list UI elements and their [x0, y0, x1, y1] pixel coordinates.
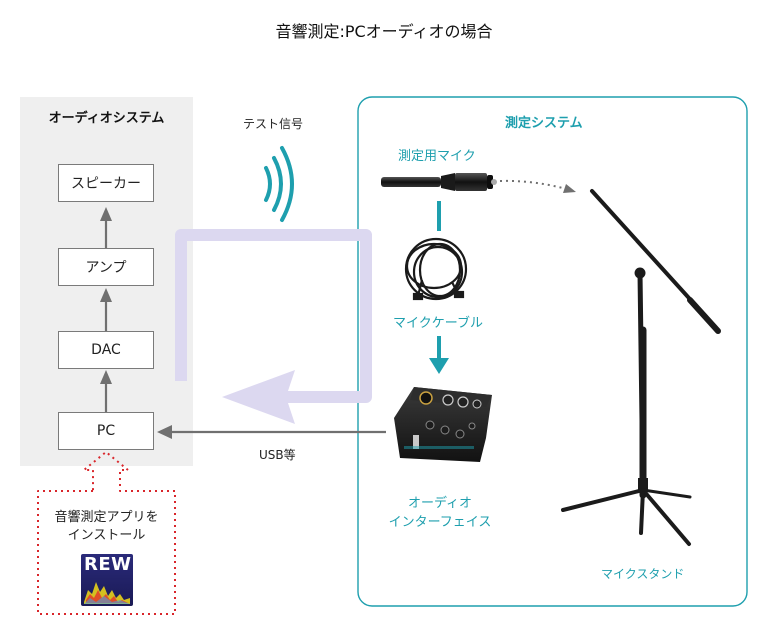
mic-stand-label: マイクスタンド	[601, 567, 685, 581]
test-signal-loop	[175, 229, 372, 403]
mic-cable-label: マイクケーブル	[393, 316, 483, 331]
dac-box: DAC	[58, 331, 154, 369]
microphone-stand	[561, 189, 721, 546]
mic-to-stand-arrow	[499, 179, 576, 193]
test-signal-label: テスト信号	[243, 117, 304, 131]
pc-box: PC	[58, 412, 154, 450]
audio-interface-device	[394, 387, 492, 462]
measurement-microphone	[381, 173, 497, 191]
sound-wave-icon	[264, 146, 294, 222]
audio-system-label: オーディオシステム	[48, 111, 165, 126]
usb-connection-arrow	[157, 425, 386, 439]
amp-box: アンプ	[58, 248, 154, 286]
diagram-title: 音響測定:PCオーディオの場合	[275, 22, 493, 41]
measurement-system-panel	[357, 96, 748, 607]
speaker-box: スピーカー	[58, 164, 154, 202]
rew-logo-text: REW	[84, 554, 132, 575]
cable-to-interface-arrow	[429, 336, 449, 374]
mic-cable-coil	[404, 237, 468, 301]
signal-chain-arrows	[100, 207, 112, 412]
rew-app-logo	[81, 554, 133, 606]
audio-interface-label-line2: インターフェイス	[388, 515, 492, 530]
app-install-text-line1: 音響測定アプリを	[54, 510, 159, 525]
microphone-label: 測定用マイク	[398, 149, 476, 164]
app-install-callout	[37, 451, 176, 615]
audio-interface-label-line1: オーディオ	[407, 496, 473, 511]
measurement-system-label: 測定システム	[505, 116, 583, 131]
test-signal-loop-arrowhead	[222, 370, 295, 424]
usb-label: USB等	[259, 448, 296, 462]
app-install-text-line2: インストール	[67, 528, 146, 543]
